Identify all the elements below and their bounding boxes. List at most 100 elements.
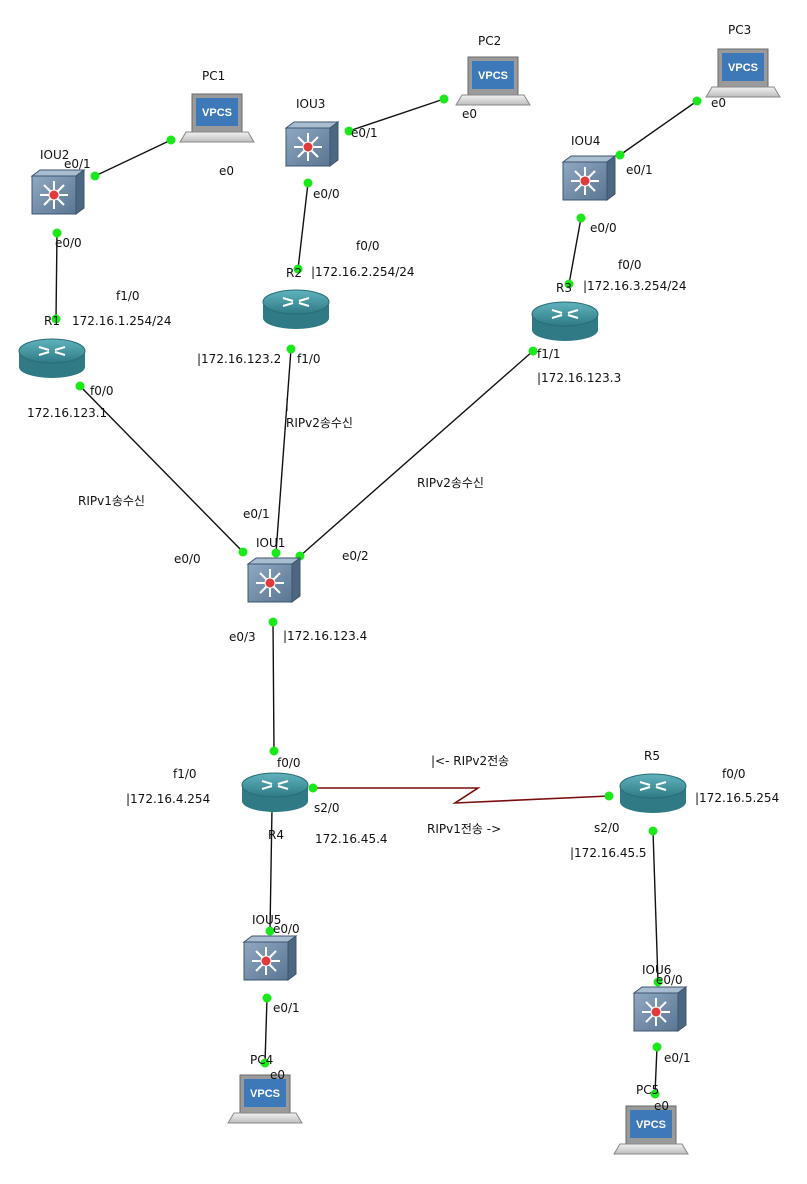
port-dot-iou1-r4-b[interactable] xyxy=(269,746,279,756)
link-r4-r5[interactable] xyxy=(313,787,610,804)
port-dot-pc3-iou4-b[interactable] xyxy=(615,150,625,160)
label-iou1-ip: |172.16.123.4 xyxy=(283,629,367,643)
device-iou2[interactable] xyxy=(31,169,85,215)
port-dot-r1-iou1-a[interactable] xyxy=(75,381,85,391)
link-r5-iou6[interactable] xyxy=(652,830,659,983)
device-name-pc1: PC1 xyxy=(202,69,225,83)
label-iou1-e02: e0/2 xyxy=(342,549,369,563)
device-r2[interactable] xyxy=(262,289,330,330)
links-layer xyxy=(55,98,698,1095)
device-pc3[interactable]: VPCS xyxy=(705,48,781,98)
link-pc3-iou4[interactable] xyxy=(619,100,698,156)
label-r4-ip-lan: |172.16.4.254 xyxy=(126,792,210,806)
port-dot-r5-iou6-a[interactable] xyxy=(648,826,658,836)
device-iou5[interactable] xyxy=(243,935,297,981)
port-dot-iou4-r3-a[interactable] xyxy=(576,213,586,223)
multilayer-switch-icon xyxy=(247,557,301,603)
vpcs-badge: VPCS xyxy=(636,1119,666,1131)
label-pc1-e0: e0 xyxy=(219,164,234,178)
port-dot-r4-r5-b[interactable] xyxy=(604,791,614,801)
port-dot-r5-iou6-b[interactable] xyxy=(653,977,663,987)
devices-layer: VPCS VPCS VPCS VPCS VPCS xyxy=(18,48,781,1155)
port-dot-iou3-r2-b[interactable] xyxy=(293,264,303,274)
label-rip-r2: RIPv2송수신 xyxy=(286,416,353,430)
link-r3-iou1[interactable] xyxy=(299,350,534,557)
link-iou6-pc5[interactable] xyxy=(654,1046,658,1095)
port-dot-iou6-pc5-a[interactable] xyxy=(652,1042,662,1052)
label-pc3-e0: e0 xyxy=(711,96,726,110)
device-r4[interactable] xyxy=(241,772,309,813)
label-r1-ip-core: 172.16.123.1 xyxy=(27,406,107,420)
label-iou2-e00: e0/0 xyxy=(55,236,82,250)
vpcs-badge: VPCS xyxy=(250,1088,280,1100)
port-dot-pc1-iou2-b[interactable] xyxy=(90,171,100,181)
device-iou3[interactable] xyxy=(285,121,339,167)
label-pc4-e0: e0 xyxy=(270,1068,285,1082)
link-iou5-pc4[interactable] xyxy=(264,997,268,1064)
port-dot-pc1-iou2-a[interactable] xyxy=(166,135,176,145)
label-iou2-e01: e0/1 xyxy=(64,157,91,171)
port-dot-iou5-pc4-b[interactable] xyxy=(260,1058,270,1068)
device-name-iou1: IOU1 xyxy=(256,536,285,550)
link-iou2-r1[interactable] xyxy=(55,232,58,320)
port-dot-pc2-iou3-b[interactable] xyxy=(344,126,354,136)
router-icon xyxy=(531,301,599,342)
link-iou3-r2[interactable] xyxy=(297,182,309,270)
device-iou4[interactable] xyxy=(562,155,616,201)
link-r2-iou1[interactable] xyxy=(275,348,292,554)
port-dot-iou1-r4-a[interactable] xyxy=(268,617,278,627)
link-pc1-iou2[interactable] xyxy=(94,139,172,177)
label-iou1-e03: e0/3 xyxy=(229,630,256,644)
device-name-r4: R4 xyxy=(268,828,284,842)
device-iou6[interactable] xyxy=(633,986,687,1032)
multilayer-switch-icon xyxy=(285,121,339,167)
device-pc5[interactable]: VPCS xyxy=(613,1105,689,1155)
port-dot-iou2-r1-b[interactable] xyxy=(51,314,61,324)
port-dot-pc2-iou3-a[interactable] xyxy=(439,94,449,104)
port-dot-pc3-iou4-a[interactable] xyxy=(692,96,702,106)
device-r1[interactable] xyxy=(18,338,86,379)
label-iou1-e00: e0/0 xyxy=(174,552,201,566)
labels-layer: PC1PC2PC3PC4PC5IOU1IOU2IOU3IOU4IOU5IOU6R… xyxy=(27,23,779,1113)
port-dot-iou5-pc4-a[interactable] xyxy=(262,993,272,1003)
label-iou4-e00: e0/0 xyxy=(590,221,617,235)
device-pc1[interactable]: VPCS xyxy=(179,93,255,143)
link-iou4-r3[interactable] xyxy=(568,217,582,285)
label-r4-s20: s2/0 xyxy=(314,801,340,815)
device-r3[interactable] xyxy=(531,301,599,342)
label-iou5-e01: e0/1 xyxy=(273,1001,300,1015)
link-iou1-r4[interactable] xyxy=(272,621,275,752)
vpcs-badge: VPCS xyxy=(728,62,758,74)
label-iou1-e01: e0/1 xyxy=(243,507,270,521)
port-dot-r4-r5-a[interactable] xyxy=(308,783,318,793)
label-rip-r1: RIPv1송수신 xyxy=(78,494,145,508)
device-name-pc4: PC4 xyxy=(250,1053,273,1067)
multilayer-switch-icon xyxy=(562,155,616,201)
label-r1-f10: f1/0 xyxy=(116,289,140,303)
port-dot-r2-iou1-b[interactable] xyxy=(271,548,281,558)
port-dot-iou6-pc5-b[interactable] xyxy=(650,1089,660,1099)
port-dot-r3-iou1-a[interactable] xyxy=(528,346,538,356)
label-pc5-e0: e0 xyxy=(654,1099,669,1113)
device-pc4[interactable]: VPCS xyxy=(227,1074,303,1124)
vpcs-badge: VPCS xyxy=(202,107,232,119)
device-name-iou2: IOU2 xyxy=(40,148,69,162)
port-dot-r1-iou1-b[interactable] xyxy=(238,547,248,557)
device-name-pc2: PC2 xyxy=(478,34,501,48)
link-r1-iou1[interactable] xyxy=(79,385,244,553)
port-dot-iou2-r1-a[interactable] xyxy=(52,228,62,238)
device-pc2[interactable]: VPCS xyxy=(455,56,531,106)
label-r3-f11: f1/1 xyxy=(537,347,561,361)
device-r5[interactable] xyxy=(619,773,687,814)
link-r4-iou5[interactable] xyxy=(269,807,273,932)
link-pc2-iou3[interactable] xyxy=(348,98,445,132)
port-dot-r4-iou5-b[interactable] xyxy=(265,926,275,936)
label-rip-r5-to-r4: |<- RIPv2전송 xyxy=(431,754,509,768)
port-dot-iou3-r2-a[interactable] xyxy=(303,178,313,188)
device-iou1[interactable] xyxy=(247,557,301,603)
device-name-pc3: PC3 xyxy=(728,23,751,37)
multilayer-switch-icon xyxy=(633,986,687,1032)
port-dot-iou4-r3-b[interactable] xyxy=(564,279,574,289)
port-dot-r2-iou1-a[interactable] xyxy=(286,344,296,354)
